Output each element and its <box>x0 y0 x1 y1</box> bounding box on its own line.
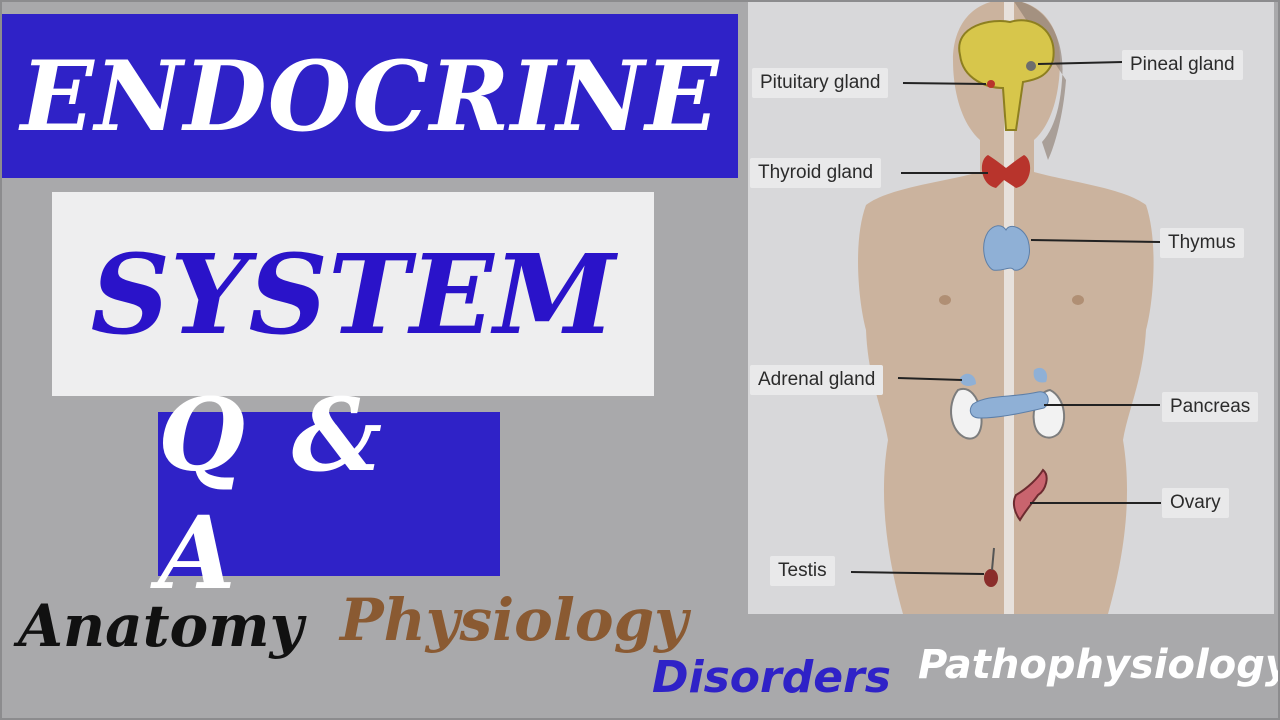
label-ovary: Ovary <box>1162 488 1229 518</box>
label-pineal-gland: Pineal gland <box>1122 50 1243 80</box>
label-testis: Testis <box>770 556 835 586</box>
label-thyroid-gland: Thyroid gland <box>750 158 882 188</box>
tag-disorders: Disorders <box>652 652 891 703</box>
endocrine-diagram: Pituitary gland Pineal gland Thyroid gla… <box>748 0 1274 614</box>
body-illustration <box>850 0 1161 614</box>
ovary-shape <box>1012 468 1048 522</box>
tag-anatomy: Anatomy <box>18 592 304 660</box>
leader-lines <box>850 61 1161 575</box>
right-adrenal-shape <box>1033 367 1048 383</box>
pituitary-dot <box>987 80 995 88</box>
left-adrenal-shape <box>960 373 976 386</box>
title-qa-text: Q & A <box>158 376 389 612</box>
pancreas-shape <box>969 391 1049 419</box>
label-thymus: Thymus <box>1160 228 1244 258</box>
tag-pathophysiology: Pathophysiology <box>918 642 1280 688</box>
title-endocrine-text: ENDOCRINE <box>20 39 720 153</box>
title-system-text: SYSTEM <box>90 229 616 359</box>
label-adrenal-gland: Adrenal gland <box>750 365 884 395</box>
pineal-dot <box>1026 61 1036 71</box>
label-pituitary-gland: Pituitary gland <box>752 68 889 98</box>
tag-physiology: Physiology <box>340 586 688 654</box>
label-pancreas: Pancreas <box>1162 392 1259 422</box>
thyroid-shape <box>981 155 1031 188</box>
testis-shape <box>984 569 998 587</box>
title-system-banner: SYSTEM <box>52 192 654 396</box>
title-endocrine-banner: ENDOCRINE <box>2 14 738 178</box>
title-qa-banner: Q & A <box>158 376 500 612</box>
thymus-shape <box>983 225 1030 271</box>
left-kidney-shape <box>950 387 983 440</box>
